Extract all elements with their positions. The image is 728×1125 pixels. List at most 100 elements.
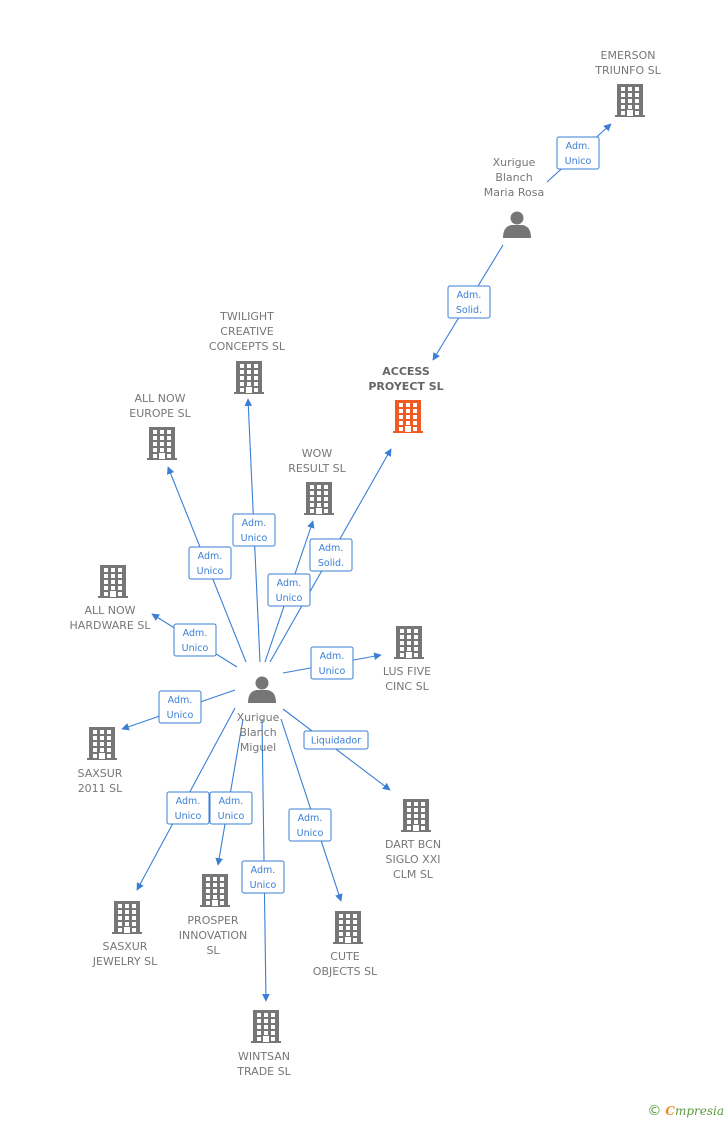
edge-label-text: Adm.: [457, 290, 482, 301]
edge-label-text: Unico: [218, 811, 245, 822]
building-icon: [401, 799, 431, 832]
node-wintsan[interactable]: WINTSAN TRADE SL: [236, 1010, 292, 1078]
edge-label-text: Unico: [197, 566, 224, 577]
building-icon: [333, 911, 363, 944]
node-label: CLM SL: [393, 868, 434, 881]
node-label: CONCEPTS SL: [209, 340, 286, 353]
edge-label-text: Liquidador: [311, 736, 361, 747]
node-prosper[interactable]: PROSPER INNOVATION SL: [179, 874, 248, 957]
node-twilight[interactable]: TWILIGHT CREATIVE CONCEPTS SL: [209, 310, 286, 394]
node-label: HARDWARE SL: [70, 619, 152, 632]
edge-label-box[interactable]: [267, 573, 311, 607]
node-label: ALL NOW: [134, 392, 185, 405]
edge-miguel-allnoweu: Adm.Unico: [166, 466, 247, 663]
node-label: CREATIVE: [220, 325, 273, 338]
node-label: TRADE SL: [236, 1065, 291, 1078]
edge-label-text: Unico: [276, 593, 303, 604]
edge-label-text: Adm.: [320, 651, 345, 662]
building-icon: [98, 565, 128, 598]
edge-label-box[interactable]: [188, 546, 232, 580]
building-icon: [394, 626, 424, 659]
building-icon: [251, 1010, 281, 1043]
edge-label-box[interactable]: [310, 646, 354, 680]
node-label: TRIUNFO SL: [594, 64, 661, 77]
edge-label-box[interactable]: [288, 808, 332, 842]
node-label: Xurigue: [493, 156, 536, 169]
building-icon: [200, 874, 230, 907]
brand-initial: C: [665, 1104, 675, 1118]
node-label: SAXSUR: [78, 767, 123, 780]
edge-label-text: Adm.: [242, 518, 267, 529]
edge-miguel-lusfive: Adm.Unico: [282, 646, 382, 680]
node-label: ACCESS: [382, 365, 430, 378]
node-label: WINTSAN: [238, 1050, 290, 1063]
edge-maria-emerson: Adm. Unico: [546, 123, 612, 183]
edge-label-text: Unico: [250, 880, 277, 891]
edge-miguel-dartbcn: Liquidador: [282, 708, 391, 791]
node-access[interactable]: ACCESS PROYECT SL: [368, 365, 444, 433]
edge-label-text: Adm.: [251, 865, 276, 876]
node-label: PROYECT SL: [368, 380, 443, 393]
building-icon: [304, 482, 334, 515]
edge-label-text: Unico: [297, 828, 324, 839]
edge-miguel-wintsan: Adm. Unico: [241, 718, 285, 1002]
edge-label-box[interactable]: [556, 136, 600, 170]
building-icon: [87, 727, 117, 760]
edge-label-box[interactable]: [209, 791, 253, 825]
node-emerson[interactable]: EMERSON TRIUNFO SL: [594, 49, 662, 117]
edge-label-text: Solid.: [318, 558, 344, 569]
node-label: SASXUR: [103, 940, 148, 953]
person-icon: [248, 676, 276, 703]
edge-miguel-cute: Adm. Unico: [280, 718, 343, 902]
edge-label-text: Adm.: [277, 578, 302, 589]
node-label: RESULT SL: [288, 462, 346, 475]
footer-credit: © Cmpresia: [647, 1103, 724, 1119]
node-lusfive[interactable]: LUS FIVE CINC SL: [383, 626, 431, 693]
node-label: LUS FIVE: [383, 665, 431, 678]
node-label: TWILIGHT: [219, 310, 274, 323]
edge-miguel-saxsurjw: Adm. Unico: [136, 707, 236, 891]
node-label: JEWELRY SL: [92, 955, 158, 968]
copyright-symbol: ©: [647, 1103, 662, 1119]
edge-label-text: Unico: [175, 811, 202, 822]
node-label: SL: [206, 944, 220, 957]
edge-label-box[interactable]: [241, 860, 285, 894]
building-icon: [112, 901, 142, 934]
node-allnoweu[interactable]: ALL NOW EUROPE SL: [129, 392, 192, 460]
edge-label-text: Adm.: [566, 141, 591, 152]
edge-label-box[interactable]: [303, 730, 369, 750]
edge-label-box[interactable]: [166, 791, 210, 825]
person-icon: [503, 211, 531, 238]
edge-label-text: Unico: [565, 156, 592, 167]
node-label: PROSPER: [187, 914, 239, 927]
node-saxsurjw[interactable]: SASXUR JEWELRY SL: [92, 901, 158, 968]
node-label: SIGLO XXI: [386, 853, 441, 866]
edge-label-box[interactable]: [158, 690, 202, 724]
edge-label-text: Adm.: [176, 796, 201, 807]
brand-logo[interactable]: Cmpresia: [665, 1104, 724, 1118]
node-label: INNOVATION: [179, 929, 248, 942]
edge-miguel-prosper: Adm.Unico: [209, 718, 253, 866]
edge-label-box[interactable]: [309, 538, 353, 572]
node-label: CUTE: [330, 950, 359, 963]
edge-miguel-allnowhw: Adm.Unico: [151, 613, 238, 668]
node-label: EMERSON: [601, 49, 656, 62]
edge-label-box[interactable]: [447, 285, 491, 319]
edge-label-text: Adm.: [298, 813, 323, 824]
node-label: CINC SL: [385, 680, 429, 693]
node-label: EUROPE SL: [129, 407, 191, 420]
edge-line: [261, 718, 270, 1002]
edge-miguel-access: Adm. Solid.: [269, 448, 392, 663]
edge-maria-access: Adm.Solid.: [432, 244, 504, 361]
edge-label-box[interactable]: [173, 623, 217, 657]
edge-label-box[interactable]: [232, 513, 276, 547]
